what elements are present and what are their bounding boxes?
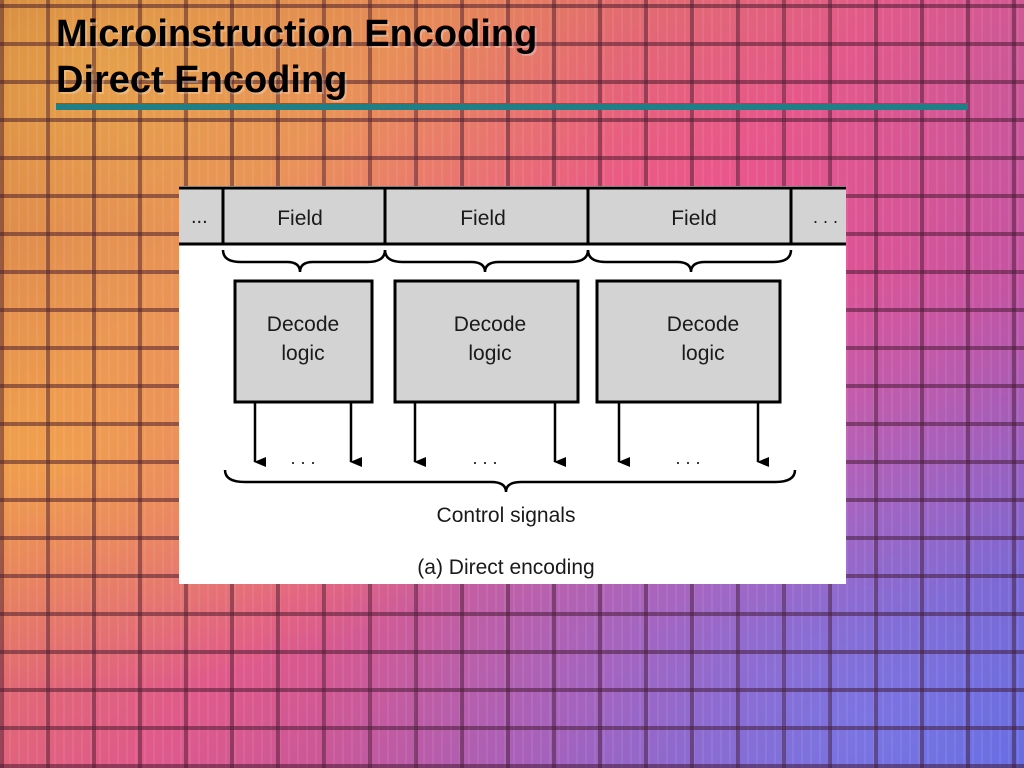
register-trailing-ellipsis: . . . <box>813 207 838 227</box>
field-label-1: Field <box>277 207 323 230</box>
field-label-3: Field <box>671 207 717 230</box>
microinstruction-register <box>179 188 846 244</box>
decode-logic-box-3 <box>595 279 782 404</box>
output-ellipsis-3: . . . <box>675 448 700 468</box>
slide-title-line-1: Microinstruction Encoding <box>56 13 538 55</box>
slide-title-line-2: Direct Encoding <box>56 59 348 101</box>
field-brace-2 <box>383 249 590 273</box>
output-ellipsis-1: . . . <box>290 448 315 468</box>
field-brace-1 <box>221 249 387 273</box>
diagram-canvas: ... Field Field Field . . . Decode logic… <box>179 186 846 579</box>
field-label-2: Field <box>460 207 506 230</box>
title-underline-rule <box>56 103 968 110</box>
control-signals-label: Control signals <box>437 504 576 527</box>
decode-logic-box-1 <box>233 279 374 404</box>
decode-label-2-line2: logic <box>468 342 511 365</box>
decode-label-1-line2: logic <box>281 342 324 365</box>
diagram-caption: (a) Direct encoding <box>417 556 594 579</box>
decode-logic-box-2 <box>393 279 580 404</box>
register-leading-ellipsis: ... <box>191 206 208 228</box>
decode-label-2-line1: Decode <box>454 313 526 336</box>
output-ellipsis-2: . . . <box>472 448 497 468</box>
direct-encoding-diagram: ... Field Field Field . . . Decode logic… <box>179 186 846 584</box>
control-signals-brace <box>223 469 797 493</box>
field-brace-3 <box>586 249 793 273</box>
decode-label-3-line2: logic <box>681 342 724 365</box>
decode-label-3-line1: Decode <box>667 313 739 336</box>
decode-label-1-line1: Decode <box>267 313 339 336</box>
